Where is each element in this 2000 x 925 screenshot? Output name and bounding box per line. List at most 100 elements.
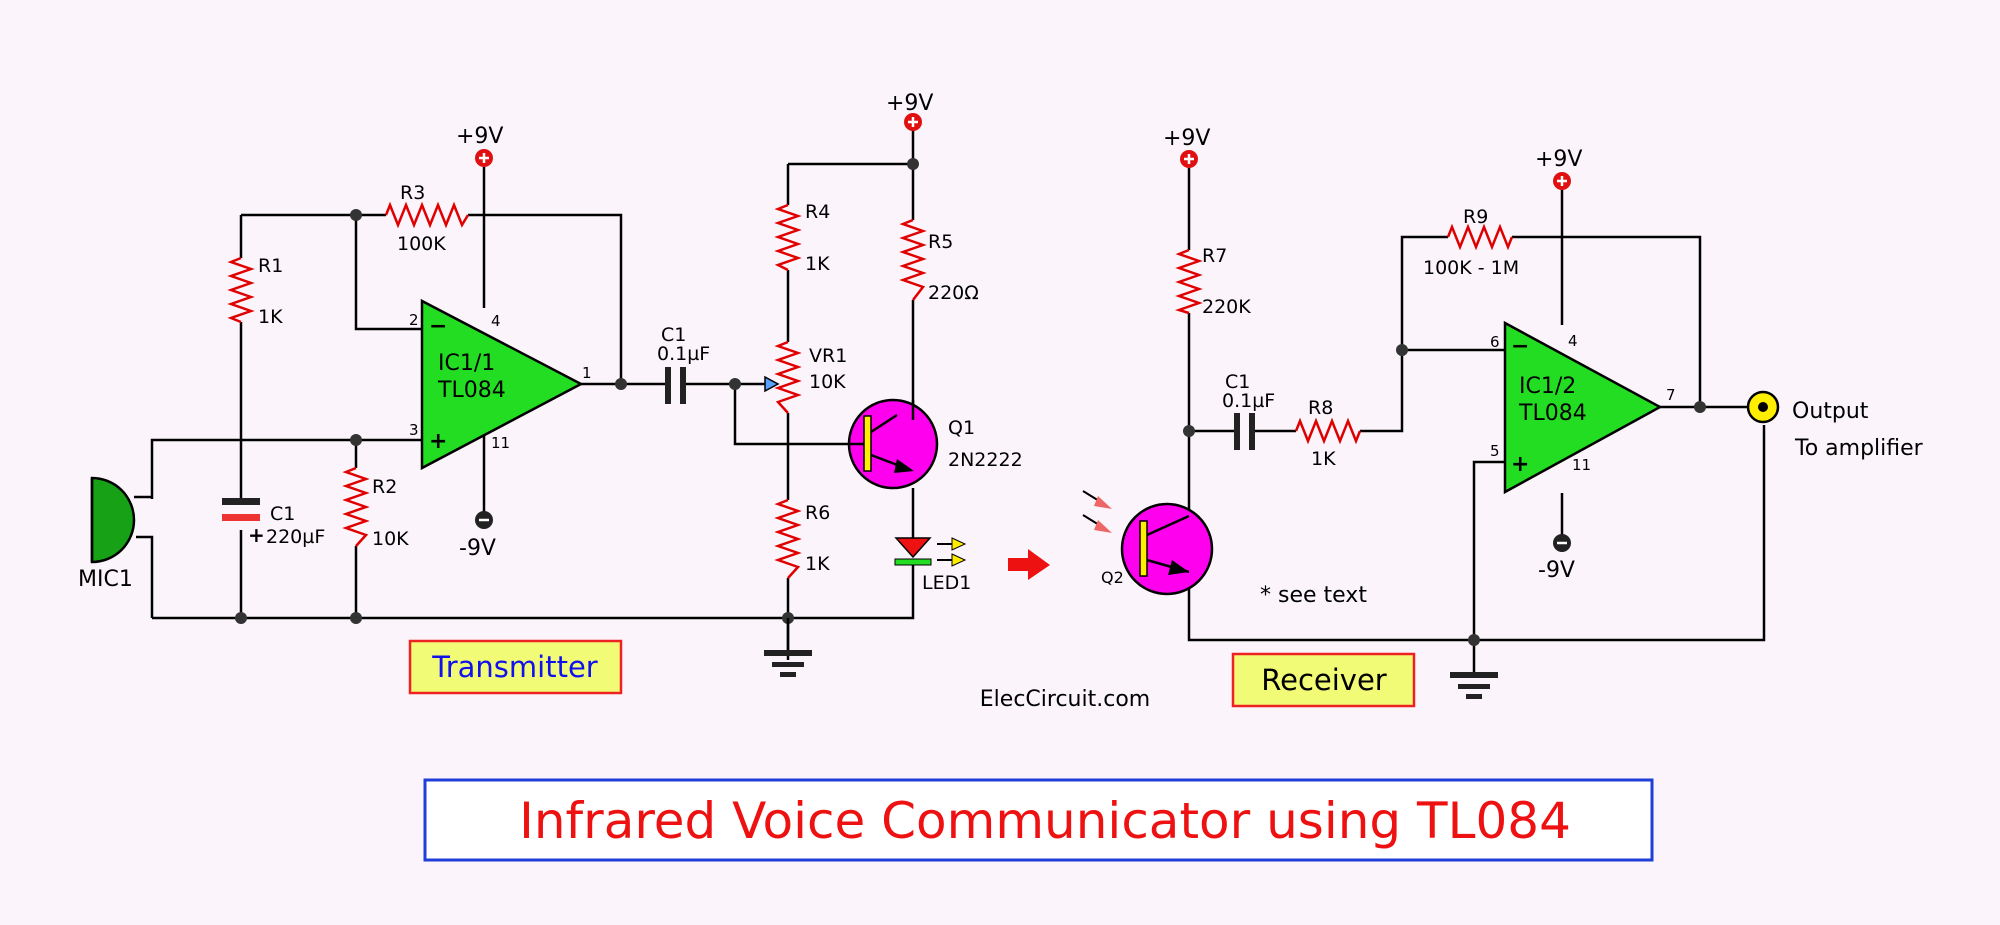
transmitter-supply-pos-label: +9V [886, 91, 933, 116]
ic1-2-opamp: − + IC1/2 TL084 [1503, 320, 1663, 495]
receiver-c1-value: 0.1µF [1222, 390, 1275, 412]
svg-text:+: + [429, 429, 447, 454]
c1-out-name: C1 [661, 324, 686, 346]
r7-resistor [1174, 248, 1203, 315]
vr1-wiper-arrow [764, 375, 780, 393]
ic1-2-pin-6: 6 [1490, 333, 1500, 351]
r5-name: R5 [928, 231, 953, 253]
r9-name: R9 [1463, 206, 1488, 228]
receiver-ic-plus-9v-terminal-icon [1553, 172, 1571, 190]
title-box: Infrared Voice Communicator using TL084 [423, 778, 1654, 862]
r6-name: R6 [805, 502, 830, 524]
r3-value: 100K [397, 233, 446, 255]
vr1-name: VR1 [809, 345, 847, 367]
mic-label: MIC1 [78, 567, 133, 592]
ic1-1-pin-1: 1 [582, 364, 592, 382]
c1-out-value: 0.1µF [657, 343, 710, 365]
r8-value: 1K [1311, 448, 1336, 470]
r2-name: R2 [372, 476, 397, 498]
ir-light-arrows-icon [1082, 490, 1112, 533]
see-text-note: * see text [1260, 583, 1367, 608]
r9-resistor [1446, 223, 1514, 251]
ic1-2-pin-5: 5 [1490, 442, 1500, 460]
r8-resistor [1294, 417, 1362, 445]
q1-name: Q1 [948, 417, 975, 439]
r4-value: 1K [805, 253, 830, 275]
transmitter-supply-neg-label: -9V [459, 536, 496, 561]
receiver-left-plus-9v-terminal-icon [1180, 150, 1198, 168]
r4-name: R4 [805, 201, 830, 223]
r3-resistor [384, 201, 470, 229]
page-title: Infrared Voice Communicator using TL084 [519, 792, 1571, 850]
r6-value: 1K [805, 553, 830, 575]
ic1-2-pin-11: 11 [1572, 456, 1591, 474]
microphone-icon [90, 476, 152, 564]
receiver-c1-capacitor [1234, 413, 1255, 450]
ic1-2-name: IC1/2 [1519, 374, 1576, 399]
ic1-1-opamp: − + IC1/1 TL084 [420, 298, 584, 471]
c1-coupling-capacitor [665, 367, 686, 404]
receiver-supply-pos-ic-label: +9V [1535, 147, 1582, 172]
r6-resistor [774, 498, 802, 579]
ic1-1-part: TL084 [437, 378, 506, 403]
r3-name: R3 [400, 182, 425, 204]
r7-value: 220K [1202, 296, 1251, 318]
svg-text:+: + [1511, 452, 1529, 477]
receiver-ground-icon [1450, 664, 1498, 699]
ic1-2-part: TL084 [1518, 401, 1587, 426]
r9-value: 100K - 1M [1423, 257, 1519, 279]
ic1-2-pin-4: 4 [1568, 332, 1578, 350]
ic1-1-pin-11: 11 [491, 434, 510, 452]
c1-in-name: C1 [270, 503, 295, 525]
receiver-minus-9v-terminal-icon [1553, 534, 1571, 552]
output-sub-label: To amplifier [1794, 436, 1924, 461]
ic1-1-name: IC1/1 [438, 351, 495, 376]
transmitter-ic-plus-9v-terminal-icon [475, 149, 493, 167]
transmitter-ground-icon [764, 618, 812, 677]
r4-resistor [774, 203, 802, 272]
c1-in-value: 220µF [266, 526, 325, 548]
q2-label: Q2 [1101, 568, 1124, 587]
svg-text:−: − [429, 314, 447, 339]
transmitter-section-box: Transmitter [408, 639, 623, 695]
transmitter-minus-9v-terminal-icon [475, 511, 493, 529]
output-label: Output [1792, 399, 1869, 424]
transmitter-label: Transmitter [431, 650, 598, 684]
r1-name: R1 [258, 255, 283, 277]
r5-value: 220Ω [928, 282, 979, 304]
credit-text: ElecCircuit.com [980, 687, 1150, 712]
ic1-2-pin-7: 7 [1666, 386, 1676, 404]
r8-name: R8 [1308, 397, 1333, 419]
led1-label: LED1 [922, 572, 971, 594]
ir-link-arrow-icon [1008, 549, 1050, 580]
svg-text:+: + [248, 523, 265, 547]
r5-resistor [899, 218, 927, 301]
receiver-section-box: Receiver [1231, 652, 1416, 708]
r2-resistor [342, 466, 370, 547]
ic1-1-pin-2: 2 [409, 311, 419, 329]
output-jack-icon [1746, 390, 1780, 424]
r7-name: R7 [1202, 245, 1227, 267]
receiver-supply-neg-label: -9V [1538, 558, 1575, 583]
vr1-value: 10K [809, 371, 846, 393]
r1-value: 1K [258, 306, 283, 328]
ic1-1-supply-pos-label: +9V [456, 124, 503, 149]
svg-text:−: − [1511, 334, 1529, 359]
c1-electrolytic-capacitor: + [222, 498, 265, 547]
r2-value: 10K [372, 528, 409, 550]
led1-icon [894, 537, 967, 585]
transmitter-top-plus-9v-terminal-icon [904, 113, 922, 131]
receiver-label: Receiver [1261, 663, 1387, 697]
vr1-potentiometer [774, 340, 802, 414]
r1-resistor [227, 256, 255, 324]
receiver-supply-pos-left-label: +9V [1163, 126, 1210, 151]
q1-transistor [847, 398, 939, 490]
transmitter-junctions [235, 158, 919, 624]
receiver-c1-name: C1 [1225, 371, 1250, 393]
q2-phototransistor [1120, 502, 1214, 596]
ic1-1-pin-3: 3 [409, 421, 419, 439]
ic1-1-pin-4: 4 [491, 312, 501, 330]
receiver-junctions [1183, 344, 1706, 646]
q1-part: 2N2222 [948, 449, 1023, 471]
